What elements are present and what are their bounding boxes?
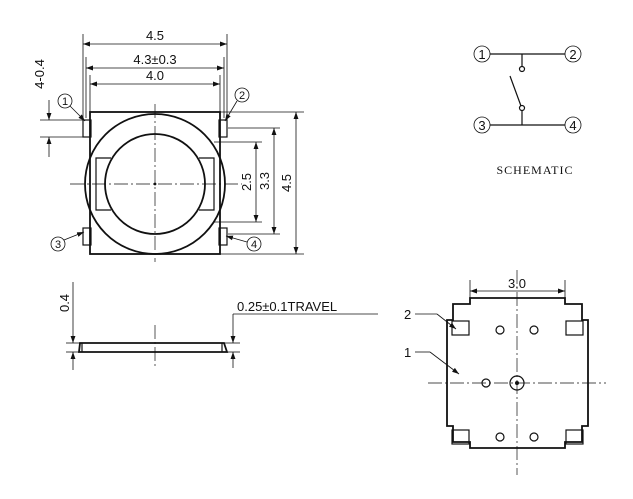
hole [529, 325, 539, 335]
bottom-pad-2 [565, 320, 584, 336]
svg-text:3: 3 [478, 118, 485, 133]
bottom-view: 3.0 2 1 [404, 270, 606, 475]
schematic-pin-2: 2 [564, 45, 582, 63]
dim-pitch: 3.0 [508, 276, 526, 291]
bottom-pad-3 [451, 429, 470, 445]
svg-text:3: 3 [55, 239, 61, 251]
svg-text:2: 2 [569, 47, 576, 62]
bottom-body-outline [446, 297, 589, 449]
svg-text:1: 1 [478, 47, 485, 62]
dim-width-outer: 4.5 [146, 28, 164, 43]
pin-callout-4: 4 [225, 235, 262, 252]
pin-pad-2 [218, 119, 228, 138]
schematic-title: SCHEMATIC [496, 163, 573, 177]
top-view: 4.5 4.3±0.3 4.0 4.5 3.3 2.5 4-0.4 1 2 [32, 28, 304, 262]
dim-thickness: 0.4 [57, 294, 72, 312]
dim-height-inner: 2.5 [239, 173, 254, 191]
svg-text:4: 4 [569, 118, 576, 133]
travel-label: 0.25±0.1TRAVEL [237, 299, 337, 314]
side-view: 0.4 0.25±0.1TRAVEL [57, 282, 378, 370]
side-profile [77, 342, 229, 353]
svg-text:2: 2 [404, 307, 411, 322]
pin-callout-1: 1 [57, 93, 86, 122]
hole [495, 325, 505, 335]
schematic: 1 2 3 4 SCHEMATIC [473, 45, 582, 177]
pin-callout-3: 3 [50, 231, 85, 252]
callout-2: 2 [404, 307, 457, 330]
schematic-pin-4: 4 [564, 116, 582, 134]
dim-height-outer: 4.5 [279, 174, 294, 192]
pin-pad-1 [82, 119, 92, 138]
pin-callout-2: 2 [224, 87, 250, 122]
dim-lead-width: 4-0.4 [32, 59, 47, 89]
schematic-pin-3: 3 [473, 116, 491, 134]
dim-width-mid: 4.3±0.3 [133, 52, 176, 67]
dim-height-mid: 3.3 [257, 172, 272, 190]
switch-contact [509, 75, 522, 107]
hole [495, 432, 505, 442]
schematic-pin-1: 1 [473, 45, 491, 63]
hole [529, 432, 539, 442]
svg-text:1: 1 [62, 96, 68, 108]
dim-width-inner: 4.0 [146, 68, 164, 83]
bottom-pad-4 [565, 429, 584, 445]
svg-text:1: 1 [404, 345, 411, 360]
callout-1: 1 [404, 345, 460, 375]
svg-text:2: 2 [239, 90, 245, 102]
svg-text:4: 4 [251, 239, 257, 251]
